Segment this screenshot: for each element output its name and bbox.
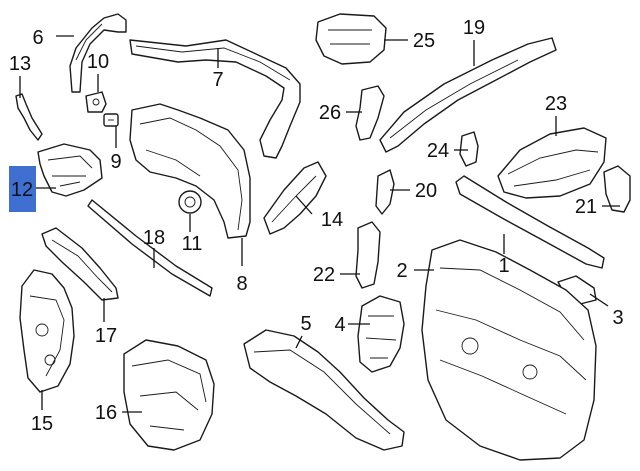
part-14[interactable]: [263, 161, 327, 235]
callout-21[interactable]: 21: [575, 196, 597, 218]
callout-24[interactable]: 24: [427, 140, 449, 162]
part-13[interactable]: [15, 93, 43, 141]
callout-23[interactable]: 23: [545, 93, 567, 115]
part-11[interactable]: [178, 190, 202, 214]
callout-18[interactable]: 18: [143, 227, 165, 249]
callout-7[interactable]: 7: [212, 69, 223, 91]
part-17[interactable]: [41, 227, 119, 301]
callout-6[interactable]: 6: [32, 27, 43, 49]
part-4[interactable]: [357, 295, 405, 373]
callout-25[interactable]: 25: [413, 30, 435, 52]
callout-26[interactable]: 26: [319, 102, 341, 124]
callout-15[interactable]: 15: [31, 413, 53, 435]
callout-9[interactable]: 9: [110, 151, 121, 173]
leader-3: [589, 293, 609, 307]
callout-17[interactable]: 17: [95, 325, 117, 347]
part-26[interactable]: [355, 85, 385, 141]
callout-11[interactable]: 11: [182, 233, 203, 255]
part-16[interactable]: [123, 339, 215, 451]
part-2[interactable]: [421, 239, 597, 461]
part-9[interactable]: [103, 113, 119, 127]
callout-12[interactable]: 12: [11, 179, 33, 201]
callouts: 6 10 9 13 12 7 8 11 18 17 15 16 14 5 4 2…: [9, 17, 624, 435]
part-23[interactable]: [497, 127, 607, 199]
leader-5: [295, 335, 303, 349]
part-24[interactable]: [459, 131, 479, 167]
leader-lines: [19, 35, 620, 413]
part-15[interactable]: [19, 269, 75, 393]
part-22[interactable]: [355, 221, 381, 289]
part-6[interactable]: [69, 13, 127, 93]
part-1[interactable]: [455, 175, 605, 269]
part-18[interactable]: [87, 199, 213, 297]
part-19[interactable]: [379, 37, 557, 153]
part-21[interactable]: [603, 165, 631, 213]
callout-14[interactable]: 14: [321, 209, 343, 231]
callout-4[interactable]: 4: [334, 314, 345, 336]
callout-19[interactable]: 19: [463, 17, 485, 39]
callout-12-highlight: [9, 166, 36, 212]
part-12[interactable]: [37, 143, 103, 197]
callout-22[interactable]: 22: [313, 264, 335, 286]
part-7[interactable]: [129, 39, 301, 159]
part-10[interactable]: [85, 91, 107, 113]
callout-5[interactable]: 5: [300, 313, 311, 335]
part-20[interactable]: [375, 169, 395, 215]
part-5[interactable]: [243, 329, 405, 451]
callout-8[interactable]: 8: [236, 273, 247, 295]
callout-20[interactable]: 20: [415, 180, 437, 202]
callout-3[interactable]: 3: [612, 307, 623, 329]
callout-10[interactable]: 10: [87, 51, 109, 73]
leader-14: [295, 195, 313, 215]
callout-16[interactable]: 16: [95, 402, 117, 424]
callout-13[interactable]: 13: [9, 53, 31, 75]
part-8[interactable]: [129, 103, 251, 239]
part-25[interactable]: [315, 13, 387, 65]
callout-1[interactable]: 1: [498, 255, 509, 277]
callout-2[interactable]: 2: [396, 260, 407, 282]
